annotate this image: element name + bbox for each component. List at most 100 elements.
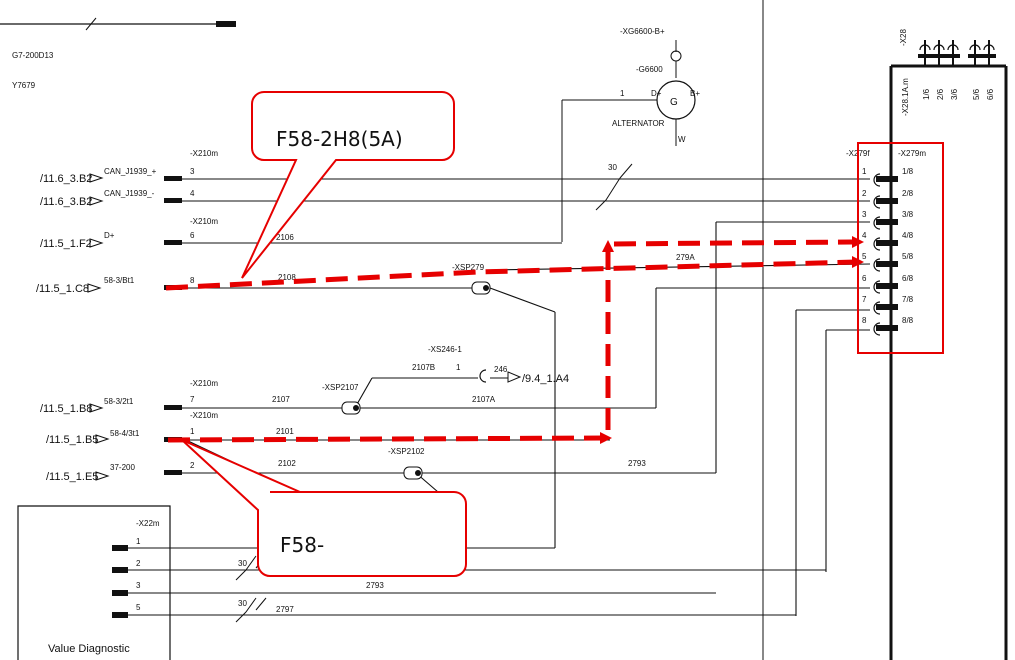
twist-mark-top	[595, 163, 633, 211]
wire-30-b: 30	[238, 559, 247, 568]
ref-1: /11.6_3.B2	[40, 173, 92, 185]
x210-label-a: -X210m	[190, 149, 218, 158]
wire-2106: 2106	[276, 233, 294, 242]
x279m-label: -X279m	[898, 149, 926, 158]
x279-pin-left-5: 5	[862, 252, 867, 261]
pin-8: 8	[190, 276, 195, 285]
x28-pin-6: 6/6	[986, 88, 995, 100]
x28-pin-1: 1/6	[922, 88, 931, 100]
highlight-path	[165, 239, 857, 443]
xsp2107-label: -XSP2107	[322, 383, 359, 392]
callout-top-text: F58-2H8(5A)	[276, 127, 403, 151]
xsp2102-label: -XSP2102	[388, 447, 425, 456]
x210-pin-blocks	[164, 176, 182, 475]
drawing-code-2: Y7679	[12, 81, 36, 90]
x279-pin-right-4: 4/8	[902, 231, 914, 240]
module-label: Value Diagnostic	[48, 643, 130, 655]
splice-xsp2107	[341, 401, 361, 415]
pin-6: 6	[190, 231, 195, 240]
wire-2102: 2102	[278, 459, 296, 468]
x22-module: -X22m 1 2 3 5 Value Diagnostic	[17, 505, 171, 660]
x22-pin-3: 3	[136, 581, 141, 590]
pin-7: 7	[190, 395, 195, 404]
x279-pin-left-3: 3	[862, 210, 867, 219]
signal-37-200: 37-200	[110, 463, 135, 472]
alternator-bplus: B+	[690, 89, 700, 98]
x279-pin-right-1: 1/8	[902, 167, 914, 176]
x279-pin-right-7: 7/8	[902, 295, 914, 304]
x28-label: -X28	[899, 29, 908, 46]
signal-dplus: D+	[104, 231, 115, 240]
callout-bottom: F58-	[181, 439, 467, 577]
x210-label-b: -X210m	[190, 217, 218, 226]
signal-can-minus: CAN_J1939_-	[104, 189, 155, 198]
wire-2101: 2101	[276, 427, 294, 436]
alternator-symbol: G	[670, 97, 678, 108]
x22-wires	[128, 547, 826, 616]
wire-279a: 279A	[676, 253, 695, 262]
left-refs: /11.6_3.B2 /11.6_3.B2 /11.5_1.F2 /11.5_1…	[36, 173, 110, 483]
pin-2: 2	[190, 461, 195, 470]
x279-highlight-box	[857, 142, 944, 354]
x22-pin-5: 5	[136, 603, 141, 612]
ref-8: /9.4_1.A4	[522, 373, 569, 385]
splice-xsp2102	[403, 466, 423, 480]
x22-pin-2: 2	[136, 559, 141, 568]
alternator-ref: -XG6600-B+	[620, 27, 665, 36]
ref-7: /11.5_1.E5	[46, 471, 98, 483]
pin-1: 1	[190, 427, 195, 436]
signal-58-3-bt1: 58-3/Bt1	[104, 276, 135, 285]
alternator-w: W	[678, 135, 686, 144]
alternator-dplus: D+	[651, 89, 662, 98]
x28-pin-2: 2/6	[936, 88, 945, 100]
x279-pin-right-3: 3/8	[902, 210, 914, 219]
x279-connector	[873, 173, 898, 336]
x279-pin-left-4: 4	[862, 231, 867, 240]
xs246-label: -XS246-1	[428, 345, 462, 354]
wire-2793-a: 2793	[628, 459, 646, 468]
x279-pin-right-2: 2/8	[902, 189, 914, 198]
x210-label-d: -X210m	[190, 411, 218, 420]
ref-2: /11.6_3.B2	[40, 196, 92, 208]
x279-pin-left-7: 7	[862, 295, 867, 304]
x210-label-c: -X210m	[190, 379, 218, 388]
xsp279-label: -XSP279	[452, 263, 485, 272]
wire-2107: 2107	[272, 395, 290, 404]
wire-2107a: 2107A	[472, 395, 496, 404]
x28-connector: -X28 -X28.1A.m	[899, 29, 910, 116]
x279-pin-left-2: 2	[862, 189, 867, 198]
x279-pin-right-5: 5/8	[902, 252, 914, 261]
x279-pin-right-8: 8/8	[902, 316, 914, 325]
pin-3: 3	[190, 167, 195, 176]
drawing-code: G7-200D13	[12, 51, 54, 60]
wire-2108: 2108	[278, 273, 296, 282]
x279-feed-wires	[795, 309, 870, 616]
pin-4: 4	[190, 189, 195, 198]
signal-can-plus: CAN_J1939_+	[104, 167, 157, 176]
wire-2107b: 2107B	[412, 363, 435, 372]
title-rule-end	[216, 21, 236, 27]
x28-1-label: -X28.1A.m	[901, 78, 910, 116]
ref-4: /11.5_1.C8	[36, 283, 89, 295]
signal-58-4-3t1: 58-4/3t1	[110, 429, 140, 438]
x279-pin-left-8: 8	[862, 316, 867, 325]
x279-pin-left-6: 6	[862, 274, 867, 283]
callout-top: F58-2H8(5A)	[241, 91, 455, 279]
alternator-id: -G6600	[636, 65, 663, 74]
twist-mark-2	[235, 597, 267, 623]
xs246-pin: 1	[456, 363, 461, 372]
signal-246: 246	[494, 365, 508, 374]
x22-pin-1: 1	[136, 537, 141, 546]
callout-bottom-text: F58-	[280, 533, 324, 557]
wire-30-c: 30	[238, 599, 247, 608]
wire-2793-b: 2793	[366, 581, 384, 590]
ref-5: /11.5_1.B8	[40, 403, 92, 415]
xs246-socket	[479, 369, 487, 383]
splice-xsp279	[471, 281, 491, 295]
highlight-arrows	[600, 236, 864, 444]
x279-pin-left-1: 1	[862, 167, 867, 176]
x28-pins	[918, 40, 996, 66]
alternator: -XG6600-B+ -G6600 G D+ B+ W ALTERNATOR 1	[561, 27, 700, 242]
wire-2797: 2797	[276, 605, 294, 614]
